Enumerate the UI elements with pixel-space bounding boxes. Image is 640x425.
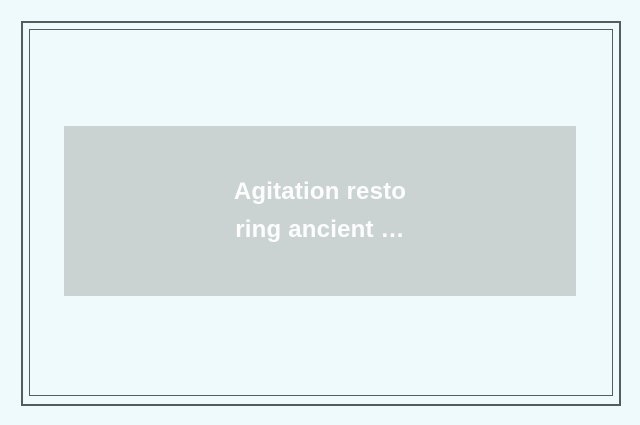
placeholder-text-line-1: Agitation resto xyxy=(233,178,407,205)
inner-frame xyxy=(29,29,613,396)
image-placeholder: Agitation resto ring ancient … xyxy=(64,126,576,296)
outer-frame xyxy=(21,21,621,406)
placeholder-text-line-2: ring ancient … xyxy=(235,216,405,243)
